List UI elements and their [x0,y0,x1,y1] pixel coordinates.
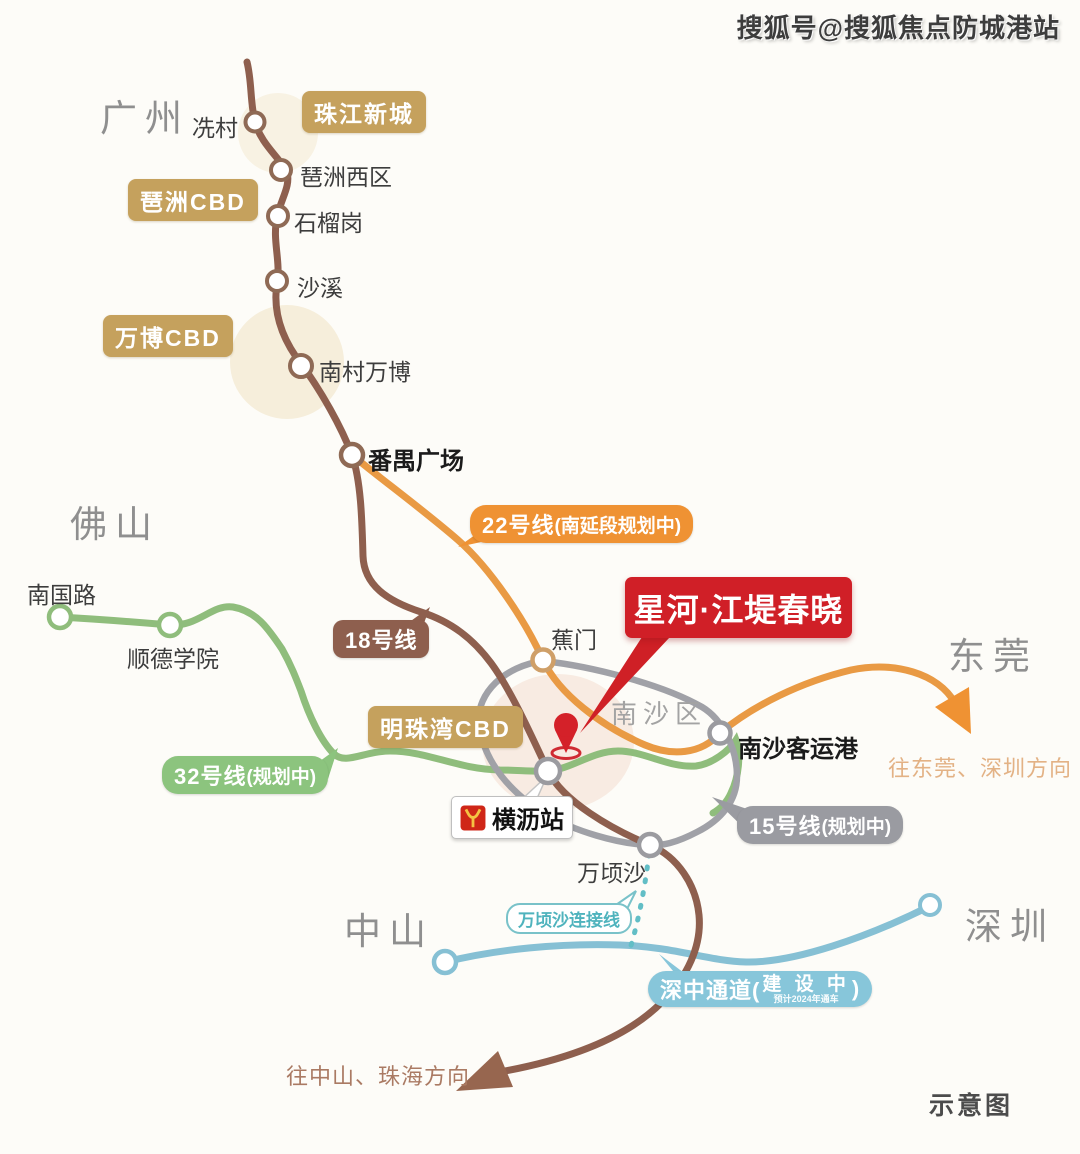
station-label-nanguo-road: 南国路 [27,582,96,608]
station-label-pazhou-west: 琶洲西区 [300,164,392,190]
region-nansha: 南沙区 [611,699,708,729]
arrow-to-dongguan [935,687,971,734]
direction-to-dongguan-shenzhen: 往东莞、深圳方向 [888,756,1073,781]
station-label-shiliugang: 石榴岗 [294,210,363,236]
station-badge-hengli-label: 横沥站 [492,807,564,834]
line-22-name: 22号线 [482,513,555,538]
city-dongguan: 东莞 [948,636,1038,677]
line-badge-18: 18号线 [333,620,430,658]
direction-to-zhongshan-zhuhai: 往中山、珠海方向 [286,1064,471,1089]
station-label-wanqingsha: 万顷沙 [577,860,646,886]
area-badge-wanbo-cbd: 万博CBD [103,315,233,357]
line-18-name: 18号线 [345,628,418,653]
station-label-shaxi: 沙溪 [297,275,343,301]
line-32-name: 32号线 [174,764,247,789]
station-label-jiaomen: 蕉门 [551,627,597,653]
area-badge-zhujiang-new-town: 珠江新城 [302,91,426,133]
city-foshan: 佛山 [70,504,160,545]
line-badge-22: 22号线(南延段规划中) [470,505,694,543]
line-15-name: 15号线 [749,814,822,839]
shenzhong-note: 预计2024年通车 [773,993,839,1004]
guangzhou-metro-logo-icon [460,805,486,830]
station-badge-hengli: 横沥站 [451,796,573,839]
line-shenzhong-blue [441,902,934,966]
line-22-status: (南延段规划中) [554,515,682,537]
line-32-green [56,603,743,817]
city-zhongshan: 中山 [344,911,434,952]
line-15-status: (规划中) [821,816,892,838]
line-32-status: (规划中) [246,766,317,788]
city-shenzhen: 深圳 [965,906,1055,947]
area-badge-mingzhuwan-cbd: 明珠湾CBD [368,706,523,748]
project-name-badge: 星河·江堤春晓 [625,577,852,638]
watermark: 搜狐号@搜狐焦点防城港站 [736,13,1060,43]
station-markers [46,110,942,976]
line-badge-32: 32号线(规划中) [162,756,329,794]
station-label-xiancun: 冼村 [192,115,238,141]
project-location-pin [550,713,582,760]
line-badge-15: 15号线(规划中) [737,806,904,844]
station-label-nansha-port: 南沙客运港 [738,736,858,763]
shenzhong-suffix: ) [851,976,861,1001]
line-22-orange [348,451,959,756]
line-badge-shenzhong: 深中通道( 建 设 中 预计2024年通车 ) [648,971,873,1007]
station-label-shunde-college: 顺德学院 [127,646,219,672]
arrow-to-zhongshan [456,1051,513,1091]
shenzhong-status-stack: 建 设 中 预计2024年通车 [762,975,850,1004]
shenzhong-status: 建 设 中 [762,973,850,995]
city-guangzhou: 广州 [100,98,190,139]
legend-note: 示意图 [929,1092,1014,1120]
shenzhong-prefix: 深中通道( [660,978,761,1003]
badge-wanqingsha-connector: 万顷沙连接线 [506,903,632,934]
station-label-nancun-wanbo: 南村万博 [319,359,411,385]
area-badge-pazhou-cbd: 琶洲CBD [128,179,258,221]
station-label-panyu-square: 番禺广场 [368,448,464,475]
project-callout-tail [580,637,670,733]
